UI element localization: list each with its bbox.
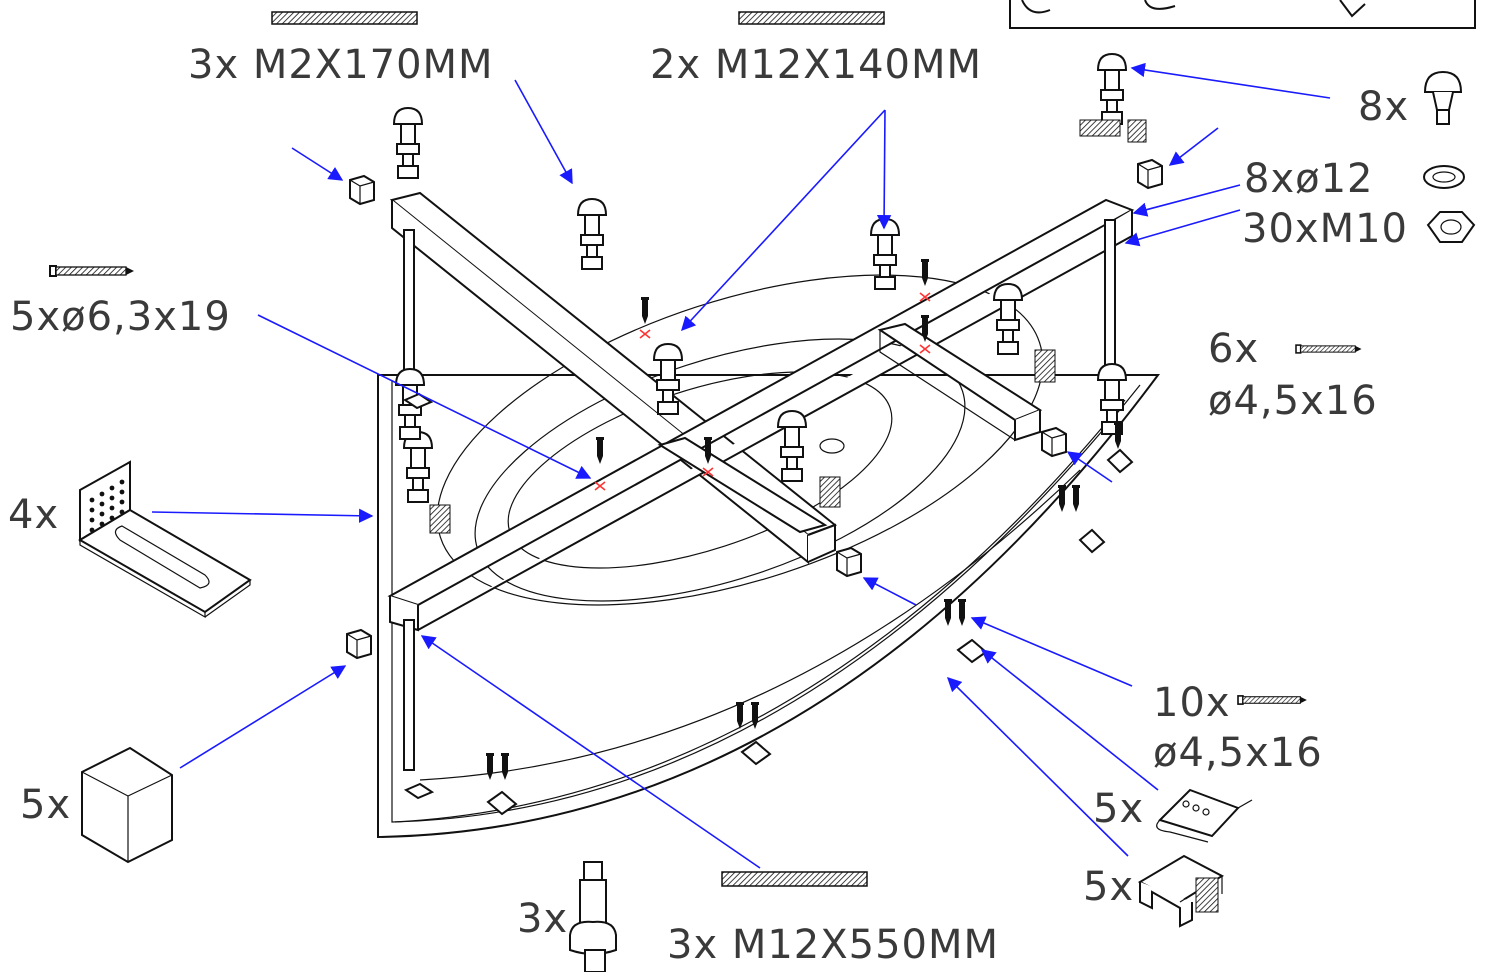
screw-10x-icon bbox=[1237, 695, 1308, 705]
mount-marks bbox=[594, 292, 931, 491]
label-clamp-count: 5x bbox=[1083, 864, 1134, 910]
label-bracket-count: 4x bbox=[8, 492, 59, 538]
washer-icon bbox=[1423, 165, 1465, 189]
label-screw-5x: 5xø6,3x19 bbox=[10, 294, 231, 340]
label-cap-count: 5x bbox=[20, 782, 71, 828]
label-screw-10x-size: ø4,5x16 bbox=[1153, 730, 1323, 776]
rim-clips bbox=[402, 392, 1134, 816]
clamp-icon bbox=[1137, 854, 1225, 928]
label-washer: 8xø12 bbox=[1244, 156, 1374, 202]
label-legs-count: 8x bbox=[1358, 84, 1409, 130]
end-cap-icon bbox=[81, 746, 173, 864]
support-frame bbox=[387, 191, 1135, 771]
clip-icon bbox=[1156, 788, 1253, 843]
label-rod-m2x170: 3x M2X170MM bbox=[188, 42, 494, 88]
rod-m2x170-graphic bbox=[271, 11, 418, 25]
adjustable-foot-icon bbox=[569, 861, 617, 972]
rod-m12x140-graphic bbox=[738, 11, 885, 25]
screw-6x-icon bbox=[1295, 344, 1363, 354]
label-foot-count: 3x bbox=[517, 896, 568, 942]
angle-bracket-icon bbox=[78, 460, 252, 619]
label-clip-count: 5x bbox=[1093, 786, 1144, 832]
label-rod-m12x550: 3x M12X550MM bbox=[667, 922, 999, 968]
screw-5x-icon bbox=[49, 265, 135, 277]
leader-arrows bbox=[151, 62, 1331, 869]
leg-part-icon bbox=[1423, 70, 1463, 125]
label-screw-10x: 10x bbox=[1153, 680, 1231, 726]
label-screw-6x: 6x bbox=[1208, 326, 1259, 372]
label-rod-m12x140: 2x M12X140MM bbox=[650, 42, 982, 88]
detail-inset-box bbox=[1009, 0, 1476, 29]
label-screw-6x-size: ø4,5x16 bbox=[1208, 378, 1378, 424]
rod-m12x550-graphic bbox=[721, 871, 868, 887]
bathtub-shell bbox=[377, 274, 1160, 839]
label-nut: 30xM10 bbox=[1242, 206, 1408, 252]
nut-icon bbox=[1426, 211, 1476, 243]
